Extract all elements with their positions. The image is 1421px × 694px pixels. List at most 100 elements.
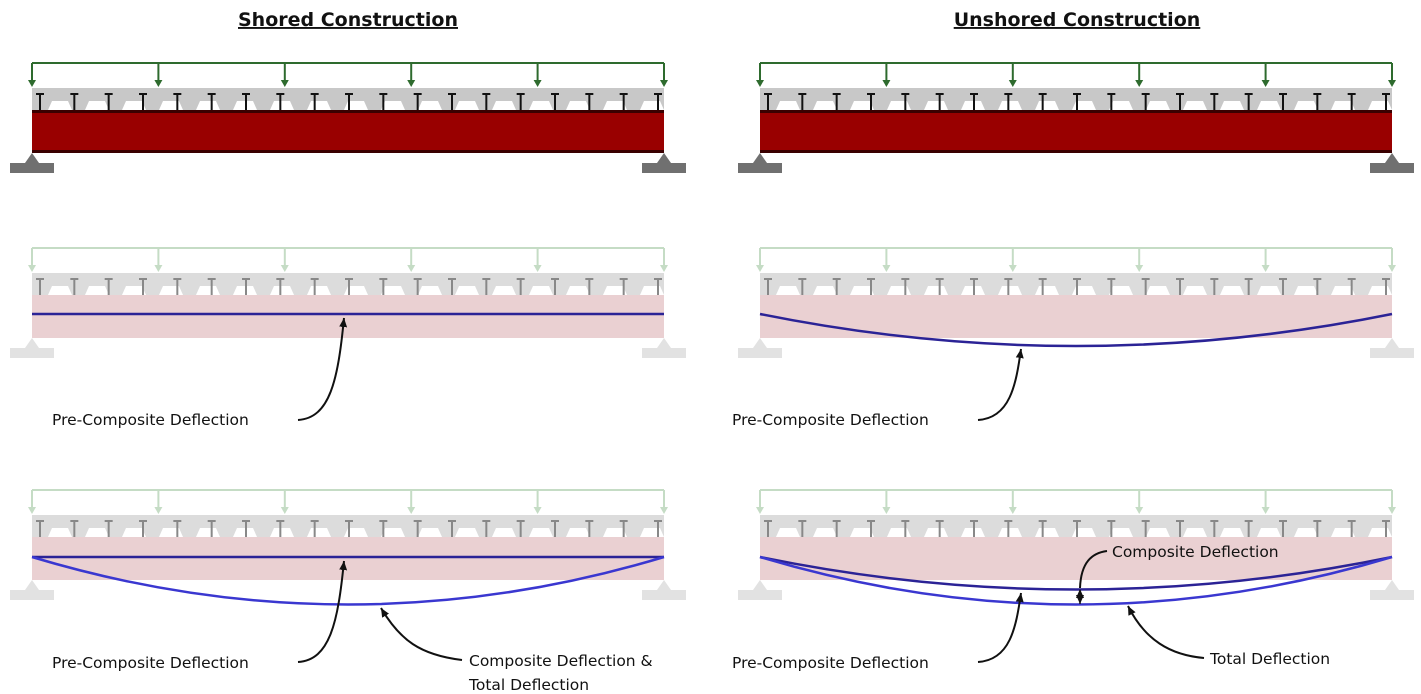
- right-support-base: [642, 348, 686, 358]
- shored-composite-total-label-line2: Total Deflection: [468, 676, 589, 694]
- deck-flute: [1146, 528, 1170, 537]
- deck-flute: [529, 286, 553, 295]
- right-support-pin: [657, 580, 671, 590]
- unshored-composite-label: Composite Deflection: [1112, 543, 1279, 561]
- unshored-initial-assembly: [738, 62, 1414, 173]
- load-arrow-head: [882, 507, 891, 514]
- deck-flute: [924, 101, 948, 110]
- deck-flute: [1368, 528, 1392, 537]
- deck-flute: [381, 286, 405, 295]
- deck-flute: [418, 528, 442, 537]
- deck-flute: [887, 528, 911, 537]
- deck-flute: [776, 286, 800, 295]
- deck-flute: [1331, 528, 1355, 537]
- steel-beam: [760, 110, 1392, 153]
- load-arrow-head: [28, 265, 36, 272]
- load-arrow-head: [1008, 265, 1017, 272]
- deck-flute: [603, 286, 627, 295]
- deck-flute: [887, 101, 911, 110]
- deck-flute: [1109, 528, 1133, 537]
- load-arrow-head: [756, 80, 764, 87]
- deck-flute: [924, 528, 948, 537]
- deck-flute: [344, 286, 368, 295]
- deck-flute: [1294, 101, 1318, 110]
- right-support-base: [1370, 590, 1414, 600]
- unshored-precomposite-deflection-curve-1: [759, 312, 1393, 348]
- load-arrow-head: [407, 80, 416, 87]
- shored-title: Shored Construction: [238, 9, 458, 31]
- deck-flute: [159, 286, 183, 295]
- deck-flute: [455, 528, 479, 537]
- deck-flute: [122, 286, 146, 295]
- load-arrow-head: [407, 507, 416, 514]
- deck-flute: [455, 101, 479, 110]
- deck-flute: [998, 101, 1022, 110]
- deck-flute: [196, 286, 220, 295]
- deck-flute: [1072, 101, 1096, 110]
- deck-flute: [492, 101, 516, 110]
- deck-flute: [813, 528, 837, 537]
- deck-flute: [1368, 101, 1392, 110]
- deck-flute: [1146, 286, 1170, 295]
- load-arrow-head: [407, 265, 416, 272]
- right-support-pin: [1385, 338, 1399, 348]
- deck-flute: [196, 528, 220, 537]
- unshored-composite-leader: [1079, 550, 1108, 589]
- deck-flute: [850, 101, 874, 110]
- load-arrow-head: [1388, 265, 1396, 272]
- deck-flute: [998, 286, 1022, 295]
- deck-flute: [566, 286, 590, 295]
- deck-flute: [998, 528, 1022, 537]
- load-arrow-head: [533, 507, 542, 514]
- deck-flute: [1109, 286, 1133, 295]
- load-arrow-head: [756, 507, 764, 514]
- deck-flute: [1294, 286, 1318, 295]
- load-arrow-head: [1261, 80, 1270, 87]
- unshored-total-label: Total Deflection: [1209, 650, 1330, 668]
- deck-flute: [887, 286, 911, 295]
- left-support-base: [738, 590, 782, 600]
- deck-flute: [122, 528, 146, 537]
- deck-flute: [1220, 101, 1244, 110]
- load-arrow-head: [1135, 507, 1144, 514]
- deck-flute: [1035, 286, 1059, 295]
- deck-flute: [640, 286, 664, 295]
- deck-flute: [1072, 286, 1096, 295]
- load-arrow-head: [28, 507, 36, 514]
- load-arrow-head: [756, 265, 764, 272]
- shored-composite-total-label-line1: Composite Deflection &: [469, 652, 653, 670]
- left-support-base: [10, 163, 54, 173]
- deck-flute: [529, 101, 553, 110]
- load-arrow-head: [882, 265, 891, 272]
- unshored-precomposite-label-1: Pre-Composite Deflection: [732, 411, 929, 429]
- deck-flute: [529, 528, 553, 537]
- shored-composite-deflection-curve: [31, 555, 665, 606]
- deck-flute: [48, 528, 72, 537]
- right-support-base: [1370, 163, 1414, 173]
- deck-flute: [603, 528, 627, 537]
- deck-flute: [566, 101, 590, 110]
- load-arrow-head: [1008, 507, 1017, 514]
- deck-flute: [344, 101, 368, 110]
- load-arrow-head: [1388, 80, 1396, 87]
- shored-precomposite-label-2: Pre-Composite Deflection: [52, 654, 249, 672]
- beam-bottom-flange: [760, 150, 1392, 153]
- deck-flute: [566, 528, 590, 537]
- unshored-final-assembly: [738, 489, 1414, 600]
- deck-flute: [1183, 101, 1207, 110]
- deck-flute: [48, 101, 72, 110]
- right-support-base: [1370, 348, 1414, 358]
- deck-flute: [1146, 101, 1170, 110]
- deck-flute: [159, 101, 183, 110]
- load-arrow-head: [660, 80, 668, 87]
- shored-precomp-assembly: [10, 247, 686, 358]
- beam-top-flange: [760, 110, 1392, 113]
- right-support-pin: [657, 153, 671, 163]
- deck-flute: [813, 286, 837, 295]
- deck-flute: [1183, 528, 1207, 537]
- deck-flute: [307, 101, 331, 110]
- load-arrow-head: [1388, 507, 1396, 514]
- deck-flute: [85, 528, 109, 537]
- load-arrow-head: [533, 80, 542, 87]
- steel-beam: [32, 295, 664, 338]
